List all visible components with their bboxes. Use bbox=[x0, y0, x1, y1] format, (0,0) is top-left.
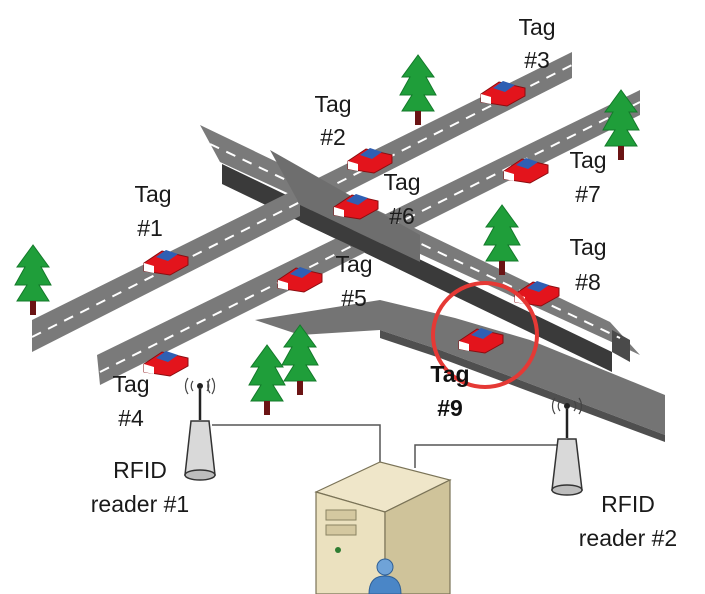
tree-icon bbox=[14, 244, 52, 315]
svg-text:#4: #4 bbox=[118, 405, 144, 431]
tag-label: Tag #3 bbox=[518, 14, 555, 73]
server-icon bbox=[314, 461, 452, 594]
svg-text:Tag: Tag bbox=[134, 181, 171, 207]
tree-icon bbox=[483, 204, 521, 275]
svg-text:reader #2: reader #2 bbox=[579, 525, 677, 551]
svg-text:#5: #5 bbox=[341, 285, 367, 311]
svg-text:RFID: RFID bbox=[113, 457, 167, 483]
car-icon bbox=[143, 250, 189, 276]
tree-icon bbox=[281, 324, 319, 395]
tag-label: Tag #5 bbox=[335, 251, 372, 311]
svg-text:#2: #2 bbox=[320, 124, 346, 150]
car-icon bbox=[480, 81, 526, 107]
svg-text:#7: #7 bbox=[575, 181, 601, 207]
svg-text:#3: #3 bbox=[524, 47, 550, 73]
svg-text:Tag: Tag bbox=[518, 14, 555, 40]
car-icon bbox=[514, 281, 560, 307]
tag-label: Tag #7 bbox=[569, 147, 606, 207]
reader-label: RFID reader #2 bbox=[579, 491, 677, 551]
svg-text:Tag: Tag bbox=[112, 371, 149, 397]
reader-label: RFID reader #1 bbox=[91, 457, 189, 517]
svg-text:Tag: Tag bbox=[569, 147, 606, 173]
svg-text:#8: #8 bbox=[575, 269, 601, 295]
svg-text:RFID: RFID bbox=[601, 491, 655, 517]
tree-icon bbox=[399, 54, 437, 125]
tag-label: Tag #4 bbox=[112, 371, 149, 431]
tree-icon bbox=[248, 344, 286, 415]
svg-text:Tag: Tag bbox=[314, 91, 351, 117]
svg-text:#1: #1 bbox=[137, 215, 163, 241]
rfid-reader-2-antenna bbox=[551, 397, 583, 496]
svg-text:Tag: Tag bbox=[569, 234, 606, 260]
svg-text:reader #1: reader #1 bbox=[91, 491, 189, 517]
ramp-road bbox=[255, 300, 665, 442]
svg-text:#9: #9 bbox=[437, 395, 463, 421]
svg-text:Tag: Tag bbox=[335, 251, 372, 277]
tag-label: Tag #1 bbox=[134, 181, 171, 241]
user-icon bbox=[368, 558, 402, 594]
car-icon bbox=[503, 158, 549, 184]
highlight-circle bbox=[431, 281, 539, 389]
tag-label-highlighted: Tag #9 bbox=[430, 361, 469, 421]
svg-text:Tag: Tag bbox=[383, 169, 420, 195]
tag-label: Tag #8 bbox=[569, 234, 606, 295]
rfid-reader-1-antenna bbox=[184, 377, 216, 481]
tree-icon bbox=[602, 89, 640, 160]
tag-label: Tag #2 bbox=[314, 91, 351, 150]
car-icon bbox=[277, 267, 323, 293]
tag-label: Tag #6 bbox=[383, 169, 420, 229]
svg-text:Tag: Tag bbox=[430, 361, 469, 387]
car-icon bbox=[143, 351, 189, 377]
car-icon bbox=[458, 328, 504, 354]
network-wires bbox=[212, 424, 567, 470]
car-icon bbox=[333, 194, 379, 220]
car-icon bbox=[347, 148, 393, 174]
svg-text:#6: #6 bbox=[389, 203, 415, 229]
